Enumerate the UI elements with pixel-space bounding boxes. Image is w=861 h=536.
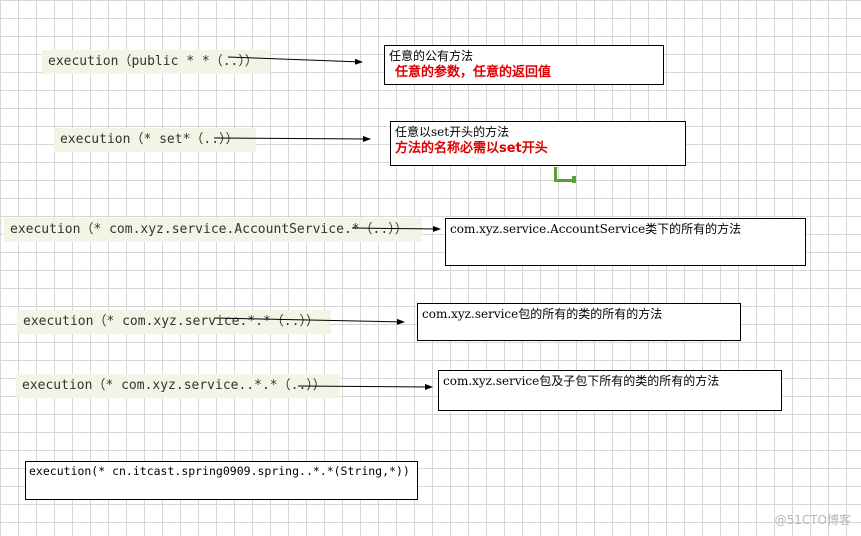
description-emphasis-text: 方法的名称必需以set开头: [395, 141, 548, 156]
description-text: 任意以set开头的方法: [395, 125, 510, 139]
selection-handle-icon: [554, 167, 572, 182]
watermark: @51CTO博客: [774, 513, 851, 527]
description-box-set-methods: 任意以set开头的方法 方法的名称必需以set开头: [390, 121, 686, 166]
expression-set-methods: execution（* set*（..））: [54, 128, 256, 152]
description-box-service-subpackage: com.xyz.service包及子包下所有的类的所有的方法: [438, 370, 782, 411]
selection-handle-tip: [572, 176, 576, 183]
description-text: com.xyz.service包及子包下所有的类的所有的方法: [443, 374, 720, 388]
description-box-accountservice: com.xyz.service.AccountService类下的所有的方法: [445, 218, 806, 266]
description-emphasis-text: 任意的参数，任意的返回值: [395, 65, 552, 80]
description-text: com.xyz.service.AccountService类下的所有的方法: [450, 222, 742, 236]
expression-service-subpackage-methods: execution（* com.xyz.service..*.*（..））: [16, 374, 340, 398]
expression-service-package-methods: execution（* com.xyz.service.*.*（..））: [17, 310, 331, 334]
expression-public-methods: execution（public * *（..））: [42, 50, 270, 74]
expression-accountservice-methods: execution（* com.xyz.service.AccountServi…: [4, 218, 422, 242]
description-text: com.xyz.service包的所有的类的所有的方法: [422, 307, 663, 321]
description-text: 任意的公有方法: [389, 49, 474, 63]
description-box-service-package: com.xyz.service包的所有的类的所有的方法: [417, 303, 741, 341]
bottom-expression-box: execution(* cn.itcast.spring0909.spring.…: [25, 461, 418, 500]
description-box-public-methods: 任意的公有方法 任意的参数，任意的返回值: [384, 45, 664, 85]
bottom-expression-text: execution(* cn.itcast.spring0909.spring.…: [29, 464, 410, 478]
